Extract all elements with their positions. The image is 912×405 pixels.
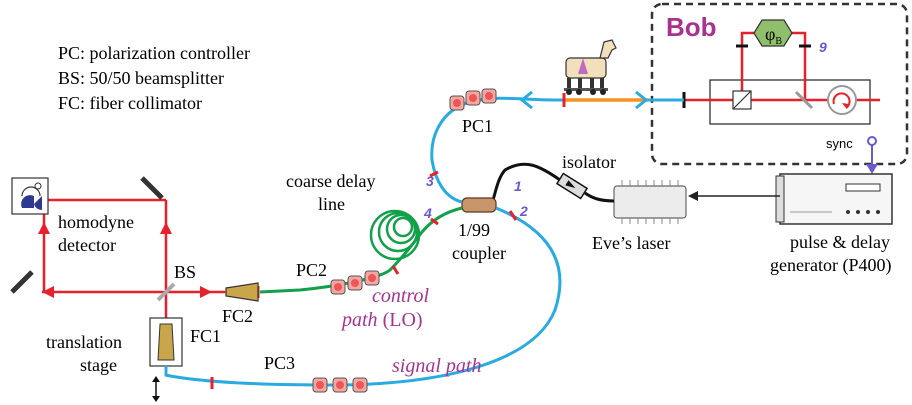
mirror-bottom-left bbox=[10, 270, 34, 294]
signal-path-label: signal path bbox=[392, 355, 481, 377]
phase-modulator-label: φB bbox=[765, 24, 782, 47]
fc1-collimator bbox=[157, 323, 175, 361]
pulse-generator-label-1: pulse & delay bbox=[790, 232, 890, 252]
pc1-label: PC1 bbox=[462, 116, 493, 136]
signal-beam-arrow-icon bbox=[160, 222, 172, 234]
legend-bs: BS: 50/50 beamsplitter bbox=[58, 68, 224, 88]
photodiode-icon bbox=[21, 195, 34, 208]
bs-label: BS bbox=[174, 262, 196, 282]
coupler-ratio-label: 1/99 bbox=[458, 220, 490, 240]
homodyne-label-1: homodyne bbox=[58, 212, 134, 232]
lo-beam-arrow-icon bbox=[42, 286, 54, 298]
beamsplitter bbox=[156, 282, 176, 302]
legend-pc: PC: polarization controller bbox=[58, 43, 250, 63]
pc3-polarization-controller bbox=[312, 377, 368, 393]
isolator bbox=[555, 172, 589, 200]
port-3-label: 3 bbox=[426, 173, 434, 189]
control-path-label-1: control bbox=[372, 285, 429, 307]
blue-fiber-to-bob bbox=[430, 96, 556, 204]
coarse-delay-label-1: coarse delay bbox=[286, 171, 375, 191]
fc2-label: FC2 bbox=[222, 306, 253, 326]
sync-arrow-icon bbox=[866, 164, 878, 174]
coarse-delay-label-2: line bbox=[318, 194, 345, 214]
trojan-horse-icon bbox=[564, 39, 617, 95]
isolator-label: isolator bbox=[562, 152, 616, 172]
coarse-delay-coil bbox=[369, 209, 421, 261]
bob-label: Bob bbox=[666, 12, 717, 42]
port-9-label: 9 bbox=[819, 39, 827, 55]
bob-interferometer-box bbox=[709, 79, 871, 125]
backward-arrow-icon bbox=[519, 90, 533, 110]
signal-path-fiber bbox=[164, 206, 562, 387]
homodyne-label-2: detector bbox=[58, 235, 116, 255]
bob-circulator bbox=[827, 85, 857, 115]
port-2-label: 2 bbox=[519, 203, 528, 219]
pc2-label: PC2 bbox=[296, 260, 327, 280]
black-input-fiber bbox=[490, 162, 561, 205]
eves-laser-label: Eve’s laser bbox=[592, 233, 670, 253]
mirror-top-right bbox=[140, 176, 164, 200]
translation-stage-label-2: stage bbox=[80, 355, 117, 375]
circulator-arrow-icon bbox=[832, 92, 851, 109]
port-4-label: 4 bbox=[423, 205, 432, 221]
pc2-polarization-controller bbox=[330, 270, 380, 295]
bob-boundary bbox=[650, 2, 909, 166]
translation-stage-label-1: translation bbox=[46, 332, 122, 352]
phase-modulator bbox=[753, 19, 793, 47]
pulse-generator-label-2: generator (P400) bbox=[770, 255, 891, 276]
trigger-arrow-icon bbox=[688, 191, 698, 201]
coupler bbox=[461, 197, 497, 213]
forward-arrow-icon bbox=[635, 90, 649, 110]
legend-fc: FC: fiber collimator bbox=[58, 93, 202, 113]
coupler-label: coupler bbox=[452, 243, 506, 263]
sync-label: sync bbox=[826, 136, 853, 151]
pc1-polarization-controller bbox=[449, 88, 497, 111]
fc2-collimator bbox=[225, 282, 259, 302]
eves-laser bbox=[613, 185, 687, 219]
translation-arrow-icon bbox=[152, 376, 160, 402]
pc3-label: PC3 bbox=[264, 353, 295, 373]
pulse-delay-generator bbox=[779, 173, 893, 225]
port-1-label: 1 bbox=[514, 178, 522, 194]
bob-mirror bbox=[794, 90, 814, 110]
control-path-label-2: path (LO) bbox=[340, 309, 423, 331]
fc1-label: FC1 bbox=[190, 326, 221, 346]
